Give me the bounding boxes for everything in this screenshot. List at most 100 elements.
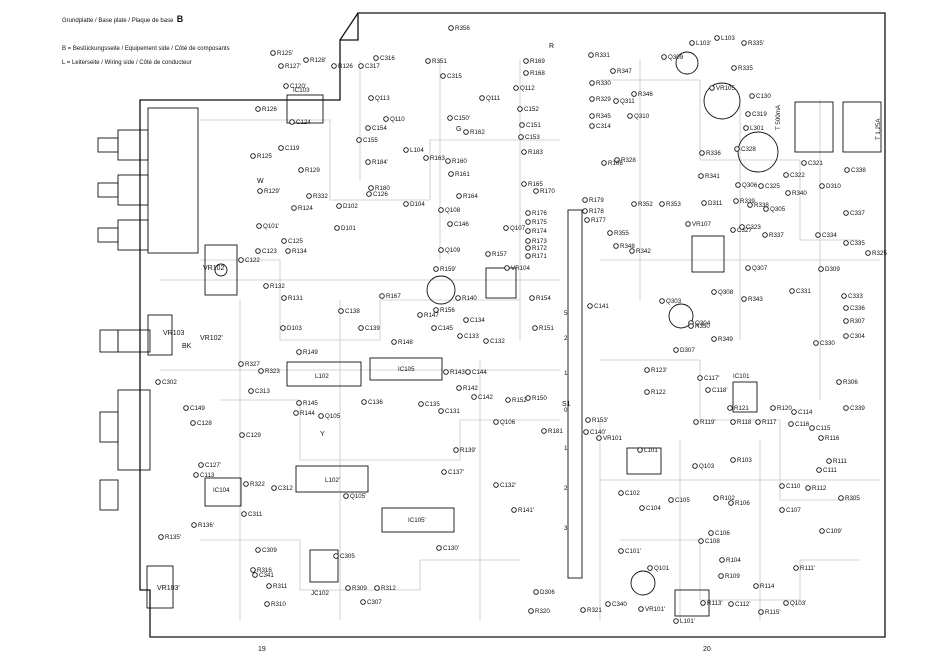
- component-label-c323: C323: [746, 224, 761, 231]
- component-label-r165: R165: [528, 181, 543, 188]
- solder-pad: [719, 557, 725, 563]
- solder-pad: [391, 339, 397, 345]
- component-label-r157: R157: [492, 251, 507, 258]
- solder-pad: [711, 289, 717, 295]
- strip-tick-6: 2: [564, 485, 568, 492]
- solder-pad: [248, 388, 254, 394]
- transistor-q304: [668, 303, 694, 329]
- solder-pad: [843, 405, 849, 411]
- component-label-r338: R338: [754, 202, 769, 209]
- component-label-r345: R345: [596, 113, 611, 120]
- solder-pad: [668, 497, 674, 503]
- solder-pad: [587, 303, 593, 309]
- solder-pad: [843, 210, 849, 216]
- component-label-c113: C113: [200, 472, 215, 479]
- component-label-r139: R139': [460, 447, 476, 454]
- ic-ic103: IC103: [286, 87, 324, 124]
- transistor-q309: [675, 51, 699, 75]
- solder-pad: [241, 511, 247, 517]
- solder-pad: [713, 495, 719, 501]
- solder-pad: [296, 400, 302, 406]
- component-label-r127: R127': [285, 63, 301, 70]
- component-label-c133: C133: [464, 333, 479, 340]
- component-label-c118: C118': [712, 387, 728, 394]
- component-label-c123: C123: [262, 248, 277, 255]
- component-label-c322: C322: [790, 172, 805, 179]
- solder-pad: [745, 265, 751, 271]
- solder-pad: [238, 361, 244, 367]
- component-label-q108: Q108: [445, 207, 461, 214]
- component-label-q306: Q306: [742, 182, 758, 189]
- solder-pad: [583, 429, 589, 435]
- solder-pad: [343, 493, 349, 499]
- pot-vr105: [703, 82, 741, 120]
- component-label-c132p: C132': [500, 482, 516, 489]
- ic-jc102: JC102: [309, 549, 339, 597]
- component-label-r148: R148: [398, 339, 413, 346]
- component-label-r336: R336: [706, 150, 721, 157]
- solder-pad: [755, 419, 761, 425]
- connector-label-vr102p: VR102': [200, 335, 223, 342]
- solder-pad: [770, 405, 776, 411]
- component-label-q309: Q309: [668, 54, 684, 61]
- component-label-l103: L103: [721, 35, 735, 42]
- component-label-r113: R113': [707, 600, 723, 607]
- solder-pad: [580, 607, 586, 613]
- solder-pad: [584, 217, 590, 223]
- component-label-c116: C116: [795, 421, 810, 428]
- component-label-r347: R347: [617, 68, 632, 75]
- solder-pad: [423, 155, 429, 161]
- ic-ic103-label: IC103: [293, 87, 310, 94]
- component-label-q307: Q307: [752, 265, 768, 272]
- component-label-q105p: Q105': [350, 493, 366, 500]
- solder-pad: [762, 232, 768, 238]
- component-label-c126: C126: [373, 191, 388, 198]
- component-label-r321: R321: [587, 607, 602, 614]
- component-label-r150: R150: [532, 395, 547, 402]
- pot-vr107: [691, 235, 725, 273]
- solder-pad: [456, 385, 462, 391]
- solder-pad: [819, 183, 825, 189]
- component-label-c341: C341: [259, 572, 274, 579]
- solder-pad: [788, 421, 794, 427]
- component-label-r136: R136': [198, 522, 214, 529]
- component-label-r112: R112: [812, 485, 827, 492]
- solder-pad: [589, 96, 595, 102]
- component-label-c311: C311: [248, 511, 263, 518]
- solder-pad: [589, 113, 595, 119]
- component-label-c138: C138: [345, 308, 360, 315]
- solder-pad: [278, 63, 284, 69]
- component-label-r125b: R125: [257, 153, 272, 160]
- component-label-r184: R184': [372, 159, 388, 166]
- component-label-c155: C155: [363, 137, 378, 144]
- connector-label-vr102: VR102: [203, 265, 225, 272]
- solder-pad: [699, 150, 705, 156]
- solder-pad: [661, 54, 667, 60]
- solder-pad: [283, 83, 289, 89]
- component-label-r129: R129: [305, 167, 320, 174]
- component-label-c127: C127': [205, 462, 221, 469]
- solder-pad: [815, 232, 821, 238]
- solder-pad: [589, 123, 595, 129]
- solder-pad: [843, 240, 849, 246]
- strip-tick-7: 3: [564, 525, 568, 532]
- solder-pad: [698, 173, 704, 179]
- solder-pad: [731, 65, 737, 71]
- solder-pad: [613, 243, 619, 249]
- connector-label-w: W: [257, 178, 264, 185]
- component-label-r349: R349: [718, 336, 733, 343]
- solder-pad: [743, 125, 749, 131]
- component-label-c330: C330: [820, 340, 835, 347]
- component-label-d103: D103: [287, 325, 302, 332]
- solder-pad: [659, 201, 665, 207]
- component-label-r343: R343: [748, 296, 763, 303]
- solder-pad: [673, 347, 679, 353]
- solder-pad: [243, 481, 249, 487]
- solder-pad: [841, 293, 847, 299]
- solder-pad: [525, 245, 531, 251]
- solder-pad: [639, 505, 645, 511]
- component-label-r352: R352: [638, 201, 653, 208]
- solder-pad: [447, 221, 453, 227]
- component-label-vr104: VR104: [511, 265, 530, 272]
- component-label-c124: C124: [296, 119, 311, 126]
